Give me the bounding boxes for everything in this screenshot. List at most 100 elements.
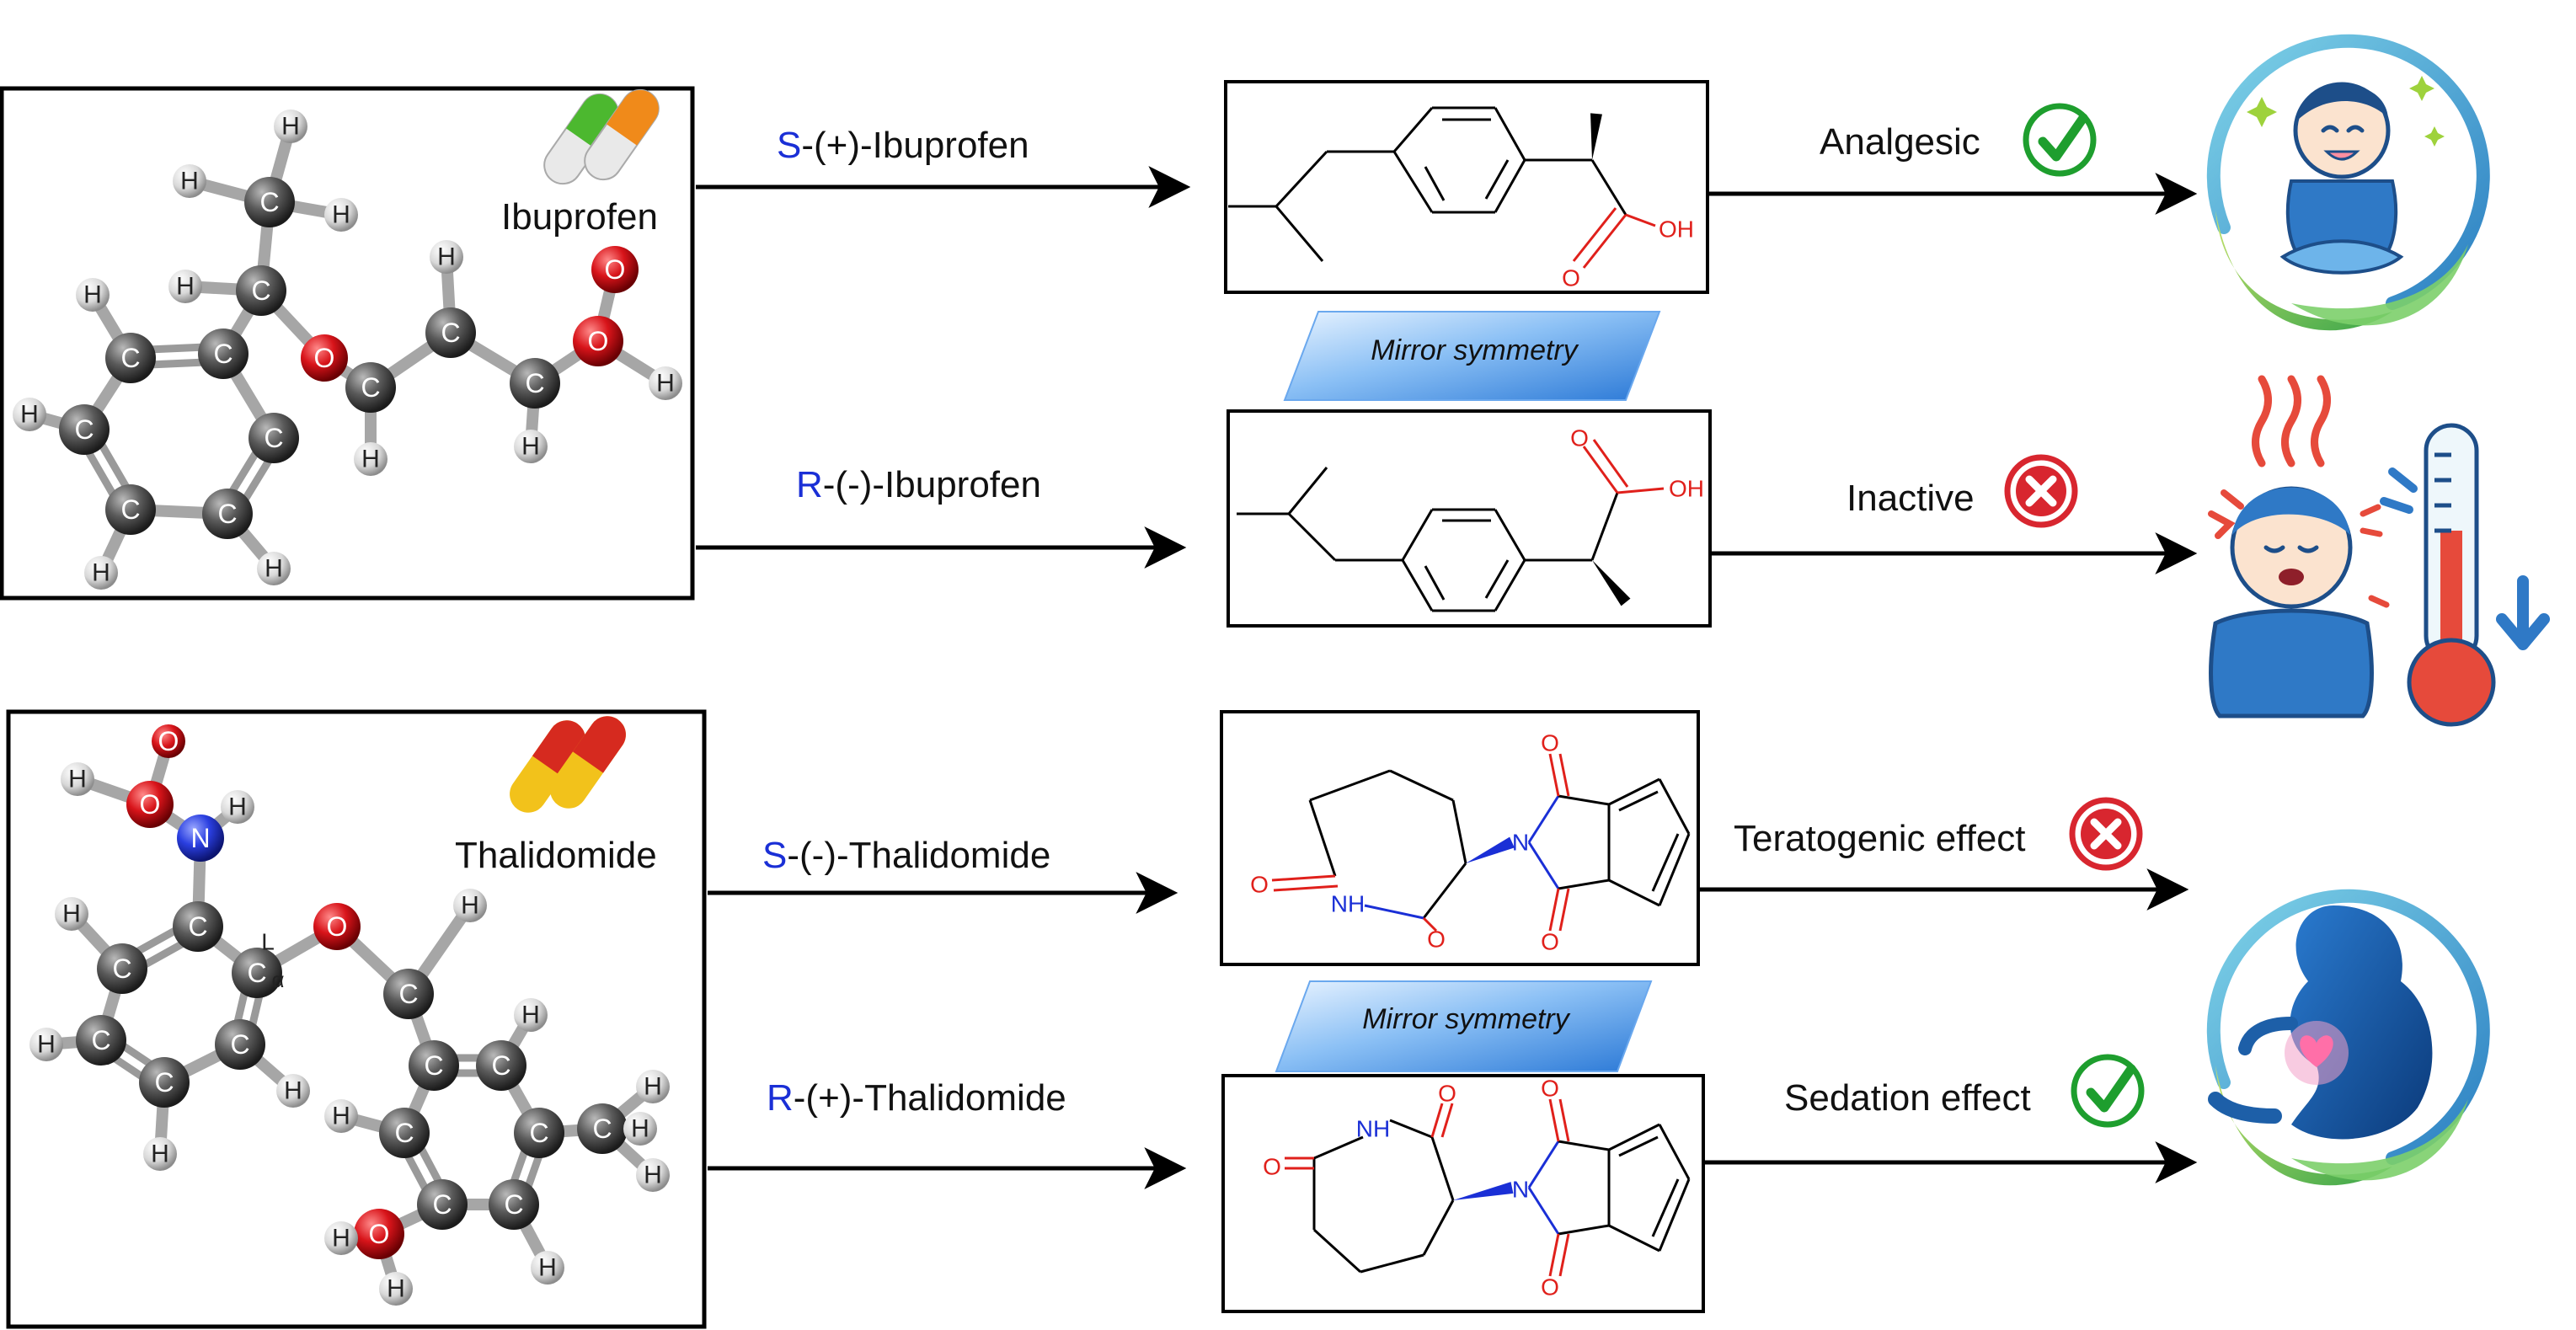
carbon-atom: [59, 404, 110, 455]
teratogenic-label: Teratogenic effect: [1734, 818, 2026, 859]
skeletal-bond: [1558, 1098, 1570, 1142]
skeletal-bond: [1364, 904, 1424, 920]
oxygen-atom: [591, 246, 639, 293]
hydrogen-atom: [430, 240, 463, 274]
carbon-atom: [215, 1019, 265, 1070]
ibuprofen-s-pathway: S-(+)-Ibuprofen OOH Analgesic: [696, 80, 2198, 294]
hydrogen-atom: [55, 897, 88, 931]
skeletal-bond: [1527, 795, 1560, 843]
hydrogen-atom-label: H: [387, 1275, 405, 1303]
skeletal-bond: [1312, 1228, 1362, 1274]
skeletal-bond: [1451, 799, 1467, 864]
wedge-bond: [1590, 113, 1602, 160]
carbon-atom-label: C: [491, 1050, 510, 1081]
hydrogen-atom-label: H: [631, 1115, 649, 1143]
skeletal-bond: [1494, 107, 1526, 161]
hydrogen-atom-label: H: [521, 433, 540, 461]
hydrogen-atom: [168, 270, 202, 303]
hydrogen-atom: [276, 1074, 310, 1108]
r-ibuprofen-structure-frame: [1227, 409, 1712, 628]
cross-icon: [2004, 454, 2078, 528]
skeletal-bond: [1590, 159, 1627, 216]
hydrogen-atom: [221, 790, 254, 824]
carbon-atom: [417, 1179, 468, 1230]
mirror-symmetry-label: Mirror symmetry: [1371, 334, 1579, 366]
wedge-bond: [1466, 836, 1515, 863]
hydrogen-atom-label: H: [37, 1031, 56, 1059]
wedge-bond: [1453, 1182, 1514, 1200]
skeletal-bond: [1582, 446, 1619, 494]
atom-symbol: O: [1541, 1274, 1559, 1301]
skeletal-bond: [1548, 1233, 1560, 1277]
carbon-atom: [425, 307, 476, 358]
fetus-icon: [2206, 889, 2490, 1186]
carbon-atom-label: C: [247, 958, 266, 988]
hydrogen-atom: [173, 164, 206, 198]
hydrogen-atom-label: H: [68, 766, 87, 793]
carbon-atom-label: C: [154, 1067, 174, 1098]
skeletal-bond: [1548, 888, 1560, 932]
hydrogen-atom: [274, 109, 307, 143]
hydrogen-atom-label: H: [284, 1077, 302, 1105]
skeletal-bond: [1422, 1199, 1455, 1256]
hydrogen-atom-label: H: [176, 273, 195, 301]
skeletal-bond: [1494, 159, 1526, 213]
skeletal-bond: [1484, 159, 1510, 200]
skeletal-bond: [1424, 166, 1446, 201]
check-icon: [2071, 1054, 2145, 1128]
skeletal-bond: [1608, 879, 1660, 907]
skeletal-bond: [1618, 790, 1659, 812]
atom-symbol: O: [1427, 927, 1446, 953]
oxygen-atom-label: O: [314, 343, 335, 373]
carbon-atom-label: C: [112, 953, 131, 984]
hydrogen-atom-label: H: [656, 370, 675, 398]
skeletal-bond: [1287, 512, 1337, 562]
carbon-atom-label: C: [432, 1189, 452, 1220]
carbon-atom-label: C: [120, 343, 140, 373]
skeletal-bond: [1625, 213, 1656, 227]
skeletal-bond: [1360, 1253, 1424, 1274]
inactive-label: Inactive: [1846, 478, 1975, 519]
r-thalidomide-name: R-(+)-Thalidomide: [767, 1077, 1066, 1119]
carbon-atom-label: C: [394, 1118, 414, 1148]
oxygen-atom-label: O: [369, 1219, 390, 1249]
carbon-atom-label: C: [120, 494, 140, 525]
atom-symbol: O: [1541, 929, 1559, 955]
carbon-atom-label: C: [213, 339, 232, 369]
carbon-atom-label: C: [74, 414, 94, 445]
mirror-banner-shape: [1283, 311, 1661, 401]
carbon-atom: [577, 1103, 628, 1154]
carbon-atom: [476, 1040, 526, 1091]
carbon-atom-label: C: [188, 911, 207, 942]
atom-symbol: O: [1562, 265, 1580, 291]
carbon-atom: [236, 265, 286, 316]
skeletal-bond: [1658, 778, 1691, 835]
skeletal-bond: [1273, 884, 1339, 892]
thalidomide-model-frame: [6, 709, 707, 1329]
skeletal-bond: [1389, 769, 1454, 802]
oxygen-atom: [313, 903, 361, 950]
carbon-atom-label: C: [361, 372, 380, 403]
skeletal-bond: [1658, 1178, 1691, 1252]
hydrogen-atom-label: H: [281, 113, 300, 141]
sedation-label: Sedation effect: [1784, 1077, 2031, 1119]
cross-icon: [2069, 797, 2143, 871]
nitrogen-atom-label: N: [190, 823, 210, 853]
atom-symbol: OH: [1659, 216, 1694, 243]
skeletal-bond: [1392, 151, 1434, 213]
skeletal-bond: [1618, 1135, 1659, 1157]
hydrogen-atom-label: H: [180, 168, 199, 195]
hydrogen-atom-label: H: [644, 1073, 662, 1101]
skeletal-bond: [1608, 1123, 1660, 1151]
hydrogen-atom: [29, 1028, 63, 1061]
carbon-atom: [249, 413, 299, 463]
carbon-atom: [244, 177, 295, 227]
skeletal-bond: [1527, 841, 1560, 889]
carbon-atom-label: C: [217, 499, 237, 529]
skeletal-bond: [1401, 559, 1434, 612]
